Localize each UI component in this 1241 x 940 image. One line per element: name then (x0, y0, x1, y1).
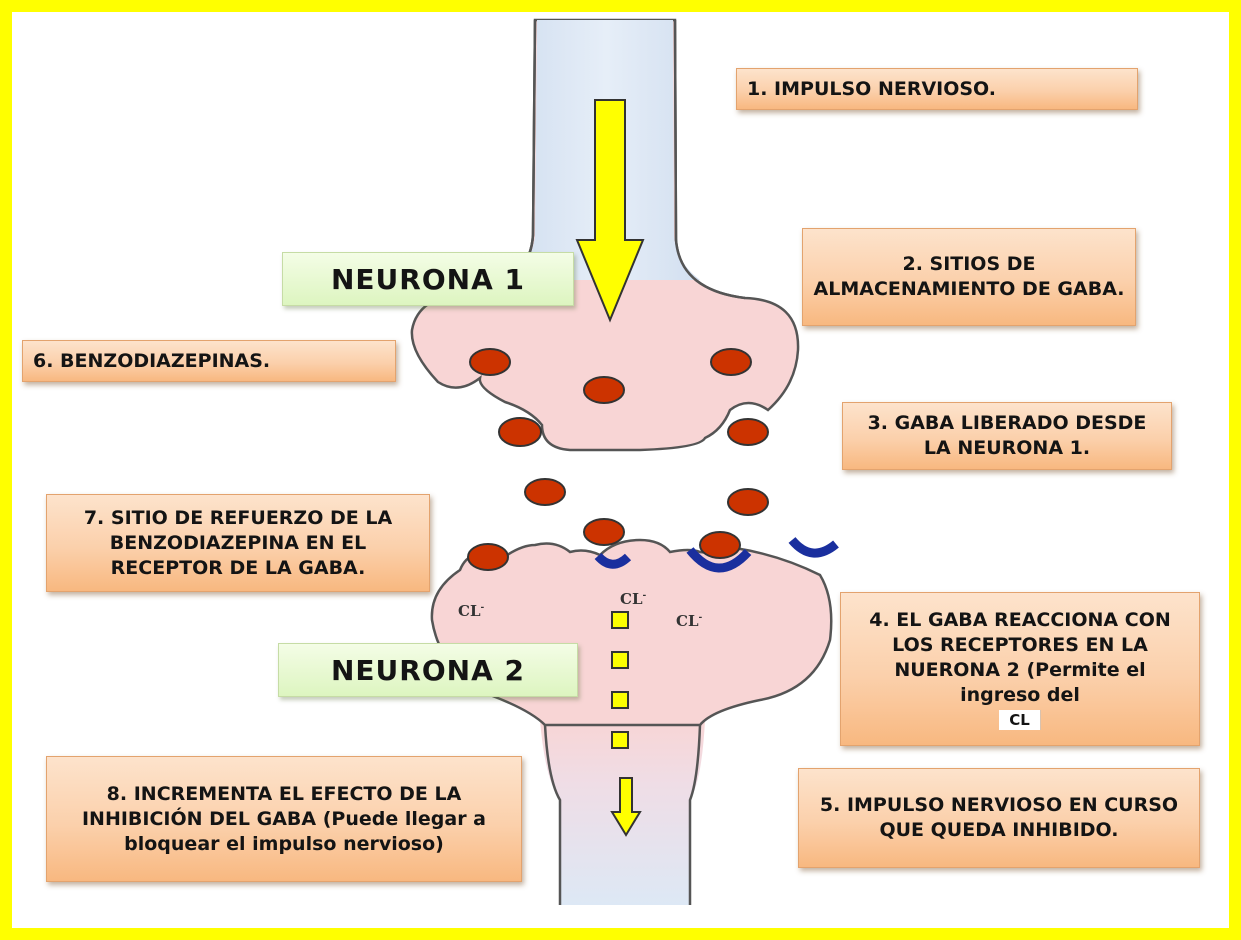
step-4-chloride: CL (999, 710, 1041, 730)
step-3-box: 3. GABA LIBERADO DESDE LA NEURONA 1. (842, 402, 1172, 470)
chloride-label-left: CL- (458, 602, 485, 620)
step-2-box: 2. SITIOS DE ALMACENAMIENTO DE GABA. (802, 228, 1136, 326)
step-6-box: 6. BENZODIAZEPINAS. (22, 340, 396, 382)
gaba-receptors (594, 536, 839, 573)
chloride-label-right: CL- (676, 612, 703, 630)
step-4-text: 4. EL GABA REACCIONA CON LOS RECEPTORES … (869, 609, 1171, 706)
inhibited-impulse-marks (611, 611, 629, 749)
neuron-2-label: NEURONA 2 (278, 643, 578, 697)
step-5-box: 5. IMPULSO NERVIOSO EN CURSO QUE QUEDA I… (798, 768, 1200, 868)
step-7-box: 7. SITIO DE REFUERZO DE LA BENZODIAZEPIN… (46, 494, 430, 592)
step-8-box: 8. INCREMENTA EL EFECTO DE LA INHIBICIÓN… (46, 756, 522, 882)
chloride-label-center: CL- (620, 590, 647, 608)
neuron-1-label: NEURONA 1 (282, 252, 574, 306)
small-impulse-arrow (610, 777, 642, 837)
gaba-molecules (467, 348, 769, 571)
impulse-arrow (575, 99, 645, 323)
step-4-box: 4. EL GABA REACCIONA CON LOS RECEPTORES … (840, 592, 1200, 746)
step-1-box: 1. IMPULSO NERVIOSO. (736, 68, 1138, 110)
